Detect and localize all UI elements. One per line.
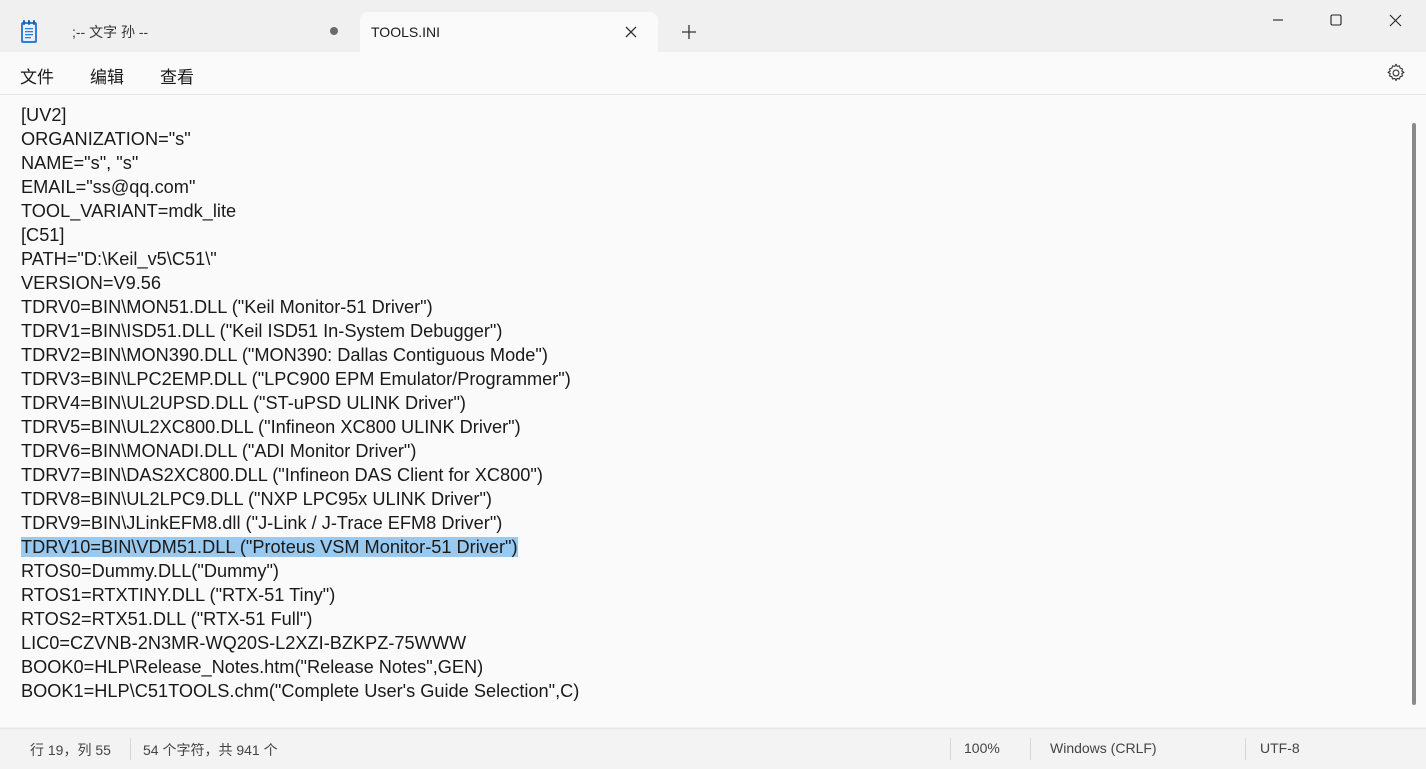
line-text: TDRV6=BIN\MONADI.DLL ("ADI Monitor Drive…	[21, 441, 417, 461]
gear-icon[interactable]	[1385, 62, 1407, 84]
line-text: [UV2]	[21, 105, 67, 125]
status-divider	[130, 738, 131, 760]
status-divider	[1245, 738, 1246, 760]
text-line[interactable]: RTOS1=RTXTINY.DLL ("RTX-51 Tiny")	[21, 583, 579, 607]
text-line[interactable]: VERSION=V9.56	[21, 271, 579, 295]
text-line[interactable]: TDRV7=BIN\DAS2XC800.DLL ("Infineon DAS C…	[21, 463, 579, 487]
text-line[interactable]: ORGANIZATION="s"	[21, 127, 579, 151]
text-editor[interactable]: [UV2] ORGANIZATION="s" NAME="s", "s" EMAIL=…	[0, 95, 1426, 727]
text-line[interactable]: TDRV3=BIN\LPC2EMP.DLL ("LPC900 EPM Emula…	[21, 367, 579, 391]
character-count: 54 个字符，共 941 个	[143, 742, 278, 758]
menu-bar: 文件 编辑 查看	[0, 52, 1426, 95]
text-line[interactable]: PATH="D:\Keil_v5\C51\"	[21, 247, 579, 271]
tab-tools-ini[interactable]: TOOLS.INI	[360, 12, 658, 52]
line-text: RTOS1=RTXTINY.DLL ("RTX-51 Tiny")	[21, 585, 336, 605]
menu-edit[interactable]: 编辑	[90, 68, 124, 87]
editor-lines[interactable]: [UV2] ORGANIZATION="s" NAME="s", "s" EMAIL=…	[21, 103, 579, 703]
line-text: TDRV5=BIN\UL2XC800.DLL ("Infineon XC800 …	[21, 417, 521, 437]
line-text: TDRV0=BIN\MON51.DLL ("Keil Monitor-51 Dr…	[21, 297, 433, 317]
line-text: BOOK1=HLP\C51TOOLS.chm("Complete User's …	[21, 681, 580, 701]
selected-text-line[interactable]: TDRV10=BIN\VDM51.DLL ("Proteus VSM Monit…	[21, 535, 579, 559]
line-text: TDRV3=BIN\LPC2EMP.DLL ("LPC900 EPM Emula…	[21, 369, 571, 389]
line-text: TDRV9=BIN\JLinkEFM8.dll ("J-Link / J-Tra…	[21, 513, 503, 533]
line-text: RTOS0=Dummy.DLL("Dummy")	[21, 561, 279, 581]
text-line[interactable]: TDRV4=BIN\UL2UPSD.DLL ("ST-uPSD ULINK Dr…	[21, 391, 579, 415]
text-line[interactable]: RTOS0=Dummy.DLL("Dummy")	[21, 559, 579, 583]
minimize-button[interactable]	[1249, 0, 1307, 40]
line-text: NAME="s", "s"	[21, 153, 139, 173]
tab-label: TOOLS.INI	[371, 24, 440, 40]
line-text: VERSION=V9.56	[21, 273, 162, 293]
maximize-icon	[1330, 14, 1342, 26]
line-text: TDRV2=BIN\MON390.DLL ("MON390: Dallas Co…	[21, 345, 548, 365]
text-line[interactable]: [C51]	[21, 223, 579, 247]
vertical-scrollbar[interactable]	[1412, 123, 1416, 705]
text-line[interactable]: TDRV8=BIN\UL2LPC9.DLL ("NXP LPC95x ULINK…	[21, 487, 579, 511]
line-ending[interactable]: Windows (CRLF)	[1050, 740, 1157, 756]
line-text: [C51]	[21, 225, 65, 245]
text-line[interactable]: NAME="s", "s"	[21, 151, 579, 175]
status-bar: 行 19，列 55 54 个字符，共 941 个 100% Windows (C…	[0, 728, 1426, 769]
close-window-button[interactable]	[1366, 0, 1424, 40]
tab-label: ;-- 文字 孙 --	[72, 24, 149, 40]
line-text: BOOK0=HLP\Release_Notes.htm("Release Not…	[21, 657, 484, 677]
encoding[interactable]: UTF-8	[1260, 740, 1300, 756]
title-bar: ;-- 文字 孙 -- TOOLS.INI	[0, 0, 1426, 52]
menu-view[interactable]: 查看	[160, 68, 194, 87]
text-line[interactable]: RTOS2=RTX51.DLL ("RTX-51 Full")	[21, 607, 579, 631]
tab-untitled[interactable]: ;-- 文字 孙 --	[58, 12, 358, 52]
status-divider	[1030, 738, 1031, 760]
text-line[interactable]: TDRV9=BIN\JLinkEFM8.dll ("J-Link / J-Tra…	[21, 511, 579, 535]
line-text: TDRV10=BIN\VDM51.DLL ("Proteus VSM Monit…	[21, 537, 518, 557]
text-line[interactable]: TOOL_VARIANT=mdk_lite	[21, 199, 579, 223]
cursor-position: 行 19，列 55	[30, 742, 111, 758]
text-line[interactable]: TDRV0=BIN\MON51.DLL ("Keil Monitor-51 Dr…	[21, 295, 579, 319]
close-icon	[1389, 14, 1401, 26]
line-text: TDRV4=BIN\UL2UPSD.DLL ("ST-uPSD ULINK Dr…	[21, 393, 466, 413]
zoom-level[interactable]: 100%	[964, 740, 1000, 756]
menu-file[interactable]: 文件	[20, 68, 54, 87]
status-divider	[950, 738, 951, 760]
minimize-icon	[1273, 19, 1283, 21]
line-text: LIC0=CZVNB-2N3MR-WQ20S-L2XZI-BZKPZ-75WWW	[21, 633, 467, 653]
notepad-icon	[21, 20, 37, 43]
text-line[interactable]: TDRV1=BIN\ISD51.DLL ("Keil ISD51 In-Syst…	[21, 319, 579, 343]
maximize-button[interactable]	[1307, 0, 1365, 40]
line-text: ORGANIZATION="s"	[21, 129, 191, 149]
close-icon[interactable]	[622, 23, 640, 41]
line-text: TDRV1=BIN\ISD51.DLL ("Keil ISD51 In-Syst…	[21, 321, 503, 341]
text-line[interactable]: TDRV6=BIN\MONADI.DLL ("ADI Monitor Drive…	[21, 439, 579, 463]
line-text: RTOS2=RTX51.DLL ("RTX-51 Full")	[21, 609, 313, 629]
text-line[interactable]: LIC0=CZVNB-2N3MR-WQ20S-L2XZI-BZKPZ-75WWW	[21, 631, 579, 655]
text-line[interactable]: BOOK1=HLP\C51TOOLS.chm("Complete User's …	[21, 679, 579, 703]
text-line[interactable]: TDRV5=BIN\UL2XC800.DLL ("Infineon XC800 …	[21, 415, 579, 439]
line-text: PATH="D:\Keil_v5\C51\"	[21, 249, 217, 269]
line-text: EMAIL="ss@qq.com"	[21, 177, 196, 197]
plus-icon[interactable]	[680, 23, 698, 41]
text-line[interactable]: TDRV2=BIN\MON390.DLL ("MON390: Dallas Co…	[21, 343, 579, 367]
text-line[interactable]: [UV2]	[21, 103, 579, 127]
unsaved-dot-icon	[330, 27, 338, 35]
text-line[interactable]: BOOK0=HLP\Release_Notes.htm("Release Not…	[21, 655, 579, 679]
text-line[interactable]: EMAIL="ss@qq.com"	[21, 175, 579, 199]
line-text: TOOL_VARIANT=mdk_lite	[21, 201, 237, 221]
line-text: TDRV8=BIN\UL2LPC9.DLL ("NXP LPC95x ULINK…	[21, 489, 492, 509]
line-text: TDRV7=BIN\DAS2XC800.DLL ("Infineon DAS C…	[21, 465, 543, 485]
